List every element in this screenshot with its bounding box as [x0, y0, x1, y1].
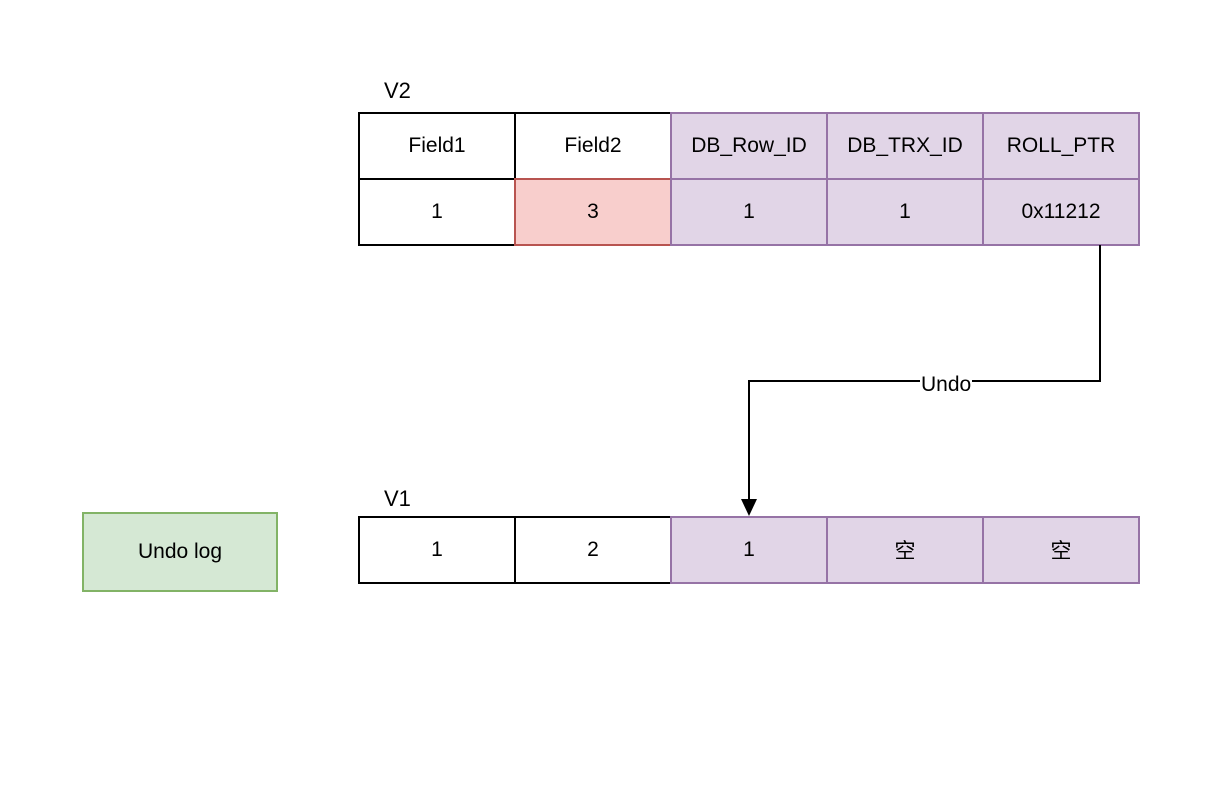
v1-value-db-trx-id: 空: [826, 516, 984, 584]
v2-value-db-row-id: 1: [670, 178, 828, 246]
undo-arrowhead-icon: [741, 499, 757, 516]
v1-value-field2: 2: [514, 516, 672, 584]
v2-value-field2: 3: [514, 178, 672, 246]
undo-log-legend: Undo log: [82, 512, 278, 592]
v2-header-field2: Field2: [514, 112, 672, 180]
v2-value-field1: 1: [358, 178, 516, 246]
v1-value-roll-ptr: 空: [982, 516, 1140, 584]
undo-edge-label: Undo: [920, 373, 973, 397]
v2-header-roll-ptr: ROLL_PTR: [982, 112, 1140, 180]
v2-label: V2: [384, 78, 411, 103]
v2-header-db-trx-id: DB_TRX_ID: [826, 112, 984, 180]
v1-label: V1: [384, 486, 411, 511]
v2-value-roll-ptr: 0x11212: [982, 178, 1140, 246]
v1-value-db-row-id: 1: [670, 516, 828, 584]
v2-value-db-trx-id: 1: [826, 178, 984, 246]
